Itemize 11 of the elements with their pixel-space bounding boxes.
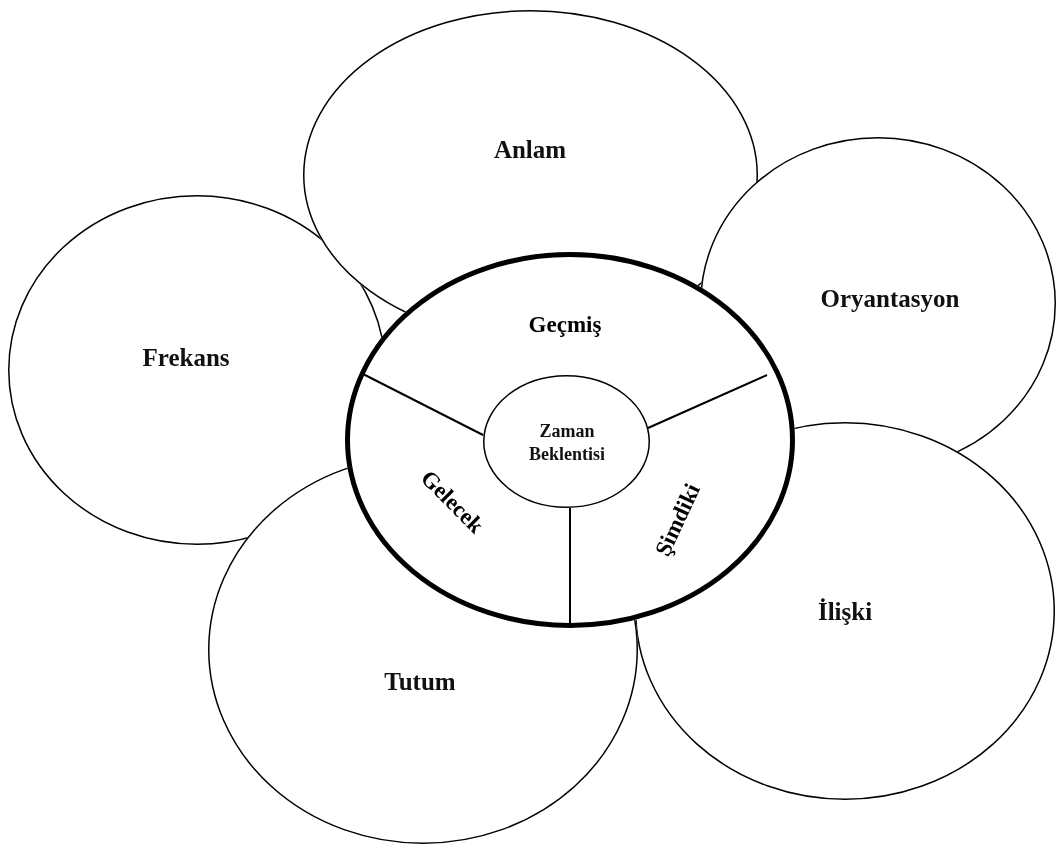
sector-label: Geçmiş <box>528 312 602 338</box>
center-circle <box>345 252 795 628</box>
node-label: Anlam <box>493 136 567 164</box>
node-label: İlişki <box>817 598 873 626</box>
node-label: Frekans <box>142 344 230 372</box>
petal-ellipse <box>8 195 386 545</box>
node-label: Oryantasyon <box>820 285 960 313</box>
node-label: Tutum <box>384 668 456 696</box>
inner-circle <box>483 375 650 508</box>
node-label: Zaman Beklentisi <box>528 419 606 465</box>
petal-ellipse <box>635 422 1055 800</box>
